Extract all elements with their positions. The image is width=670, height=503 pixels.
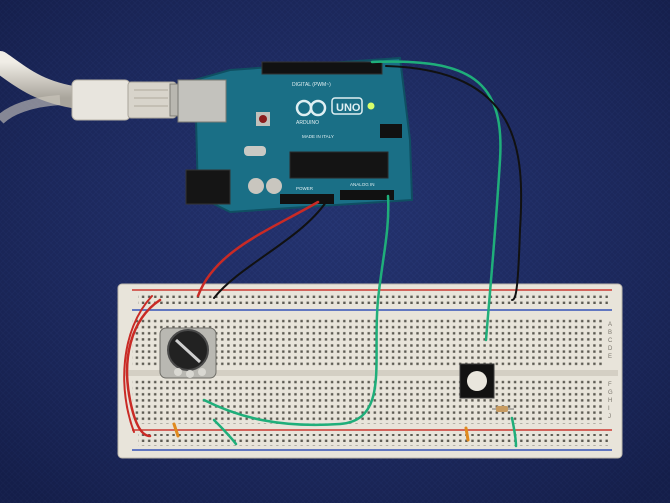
resistor xyxy=(492,406,514,412)
svg-text:E: E xyxy=(608,354,612,360)
power-header xyxy=(280,194,334,204)
pushbutton xyxy=(459,363,495,399)
black-wire-gnd xyxy=(213,201,327,299)
svg-text:H: H xyxy=(608,398,612,404)
svg-text:I: I xyxy=(608,406,610,412)
svg-text:J: J xyxy=(608,414,611,420)
svg-text:C: C xyxy=(608,338,613,344)
dc-barrel-jack xyxy=(185,169,231,205)
svg-text:B: B xyxy=(608,330,612,336)
crystal xyxy=(244,146,266,156)
uno-badge xyxy=(331,97,363,115)
origin-text: MADE IN ITALY xyxy=(302,134,334,139)
green-jumper-small xyxy=(212,418,238,446)
orange-jumper-right xyxy=(464,426,470,442)
terminal-strip-lower xyxy=(132,378,604,424)
svg-text:A: A xyxy=(608,322,612,328)
power-header-label: POWER xyxy=(296,186,314,191)
atmega-chip xyxy=(289,151,389,179)
green-jumper-right xyxy=(510,416,518,448)
digital-header xyxy=(262,62,382,74)
model-text: UNO xyxy=(336,102,361,114)
arduino-uno-board: DIGITAL (PWM~) ARDUINO UNO MADE IN ITALY… xyxy=(177,56,414,214)
green-wire-analog xyxy=(202,194,390,427)
center-channel xyxy=(124,370,618,376)
capacitor xyxy=(248,178,264,194)
digital-header-label: DIGITAL (PWM~) xyxy=(292,82,331,88)
red-wire-left-2 xyxy=(123,295,153,433)
svg-text:G: G xyxy=(608,390,613,396)
power-led xyxy=(367,102,375,110)
analog-header xyxy=(340,190,394,200)
svg-text:D: D xyxy=(608,346,613,352)
pushbutton-cap xyxy=(467,371,487,391)
red-wire-5v xyxy=(196,200,320,298)
icsp-header xyxy=(380,124,402,138)
arduino-logo: ARDUINO xyxy=(295,99,327,126)
black-wire xyxy=(385,65,523,301)
logo-text: ARDUINO xyxy=(296,120,319,126)
capacitor xyxy=(266,178,282,194)
orange-jumper-left xyxy=(172,422,180,438)
usb-jack xyxy=(177,79,227,123)
potentiometer xyxy=(159,327,217,379)
svg-text:F: F xyxy=(608,382,612,388)
green-wire-digital xyxy=(370,60,502,342)
analog-header-label: ANALOG IN xyxy=(350,182,375,187)
jumper-wires xyxy=(123,60,523,448)
red-wire-left xyxy=(125,298,162,438)
row-letters: A B C D E F G H I J xyxy=(608,322,613,420)
